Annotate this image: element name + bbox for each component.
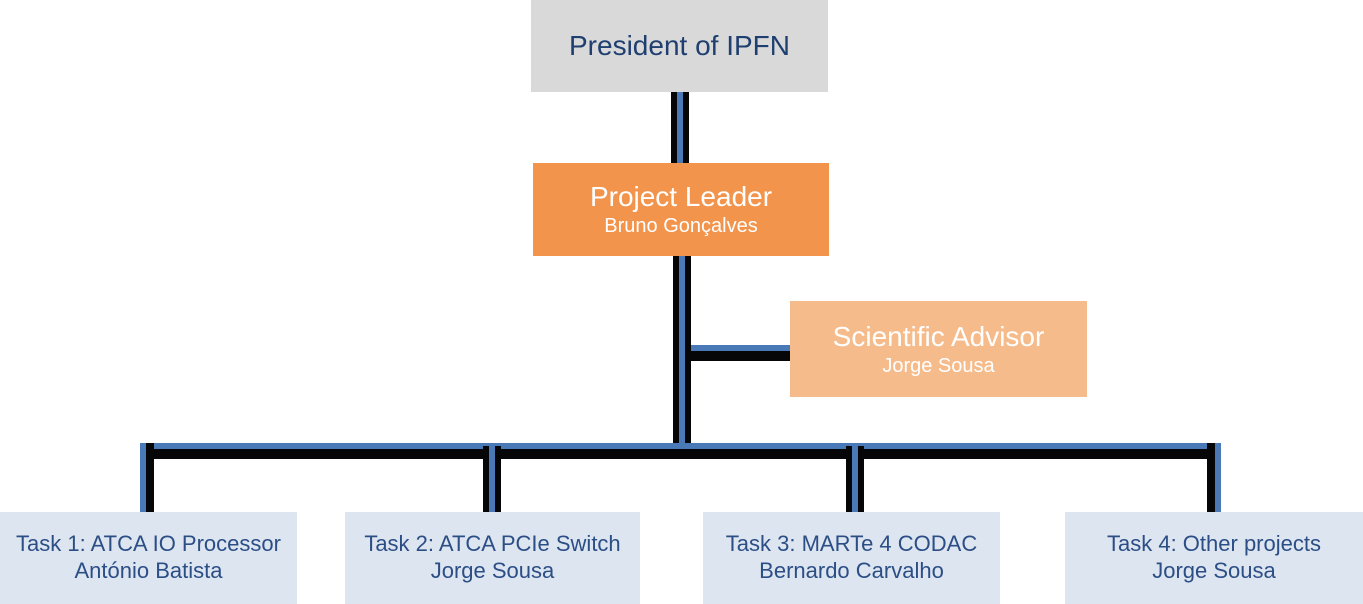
task3-title: Task 3: MARTe 4 CODAC (725, 531, 978, 557)
project-leader-person: Bruno Gonçalves (604, 215, 758, 238)
connector-task2-drop (483, 446, 501, 512)
connector-task3-drop (846, 446, 864, 512)
scientific-advisor-person: Jorge Sousa (882, 354, 995, 377)
president-title: President of IPFN (569, 29, 790, 61)
node-task3: Task 3: MARTe 4 CODAC Bernardo Carvalho (703, 512, 1000, 604)
task4-person: Jorge Sousa (1152, 558, 1276, 583)
connector-president-leader (671, 91, 689, 165)
task2-person: Jorge Sousa (430, 558, 555, 583)
connector-task4-drop (1207, 443, 1221, 513)
task3-person: Bernardo Carvalho (759, 558, 944, 583)
task2-title: Task 2: ATCA PCIe Switch (364, 531, 621, 557)
project-leader-title: Project Leader (589, 181, 773, 213)
connector-leader-advisor (684, 345, 790, 361)
connector-task-bar (140, 443, 1221, 459)
connector-task1-drop (140, 443, 154, 513)
node-president: President of IPFN (531, 0, 828, 92)
node-task2: Task 2: ATCA PCIe Switch Jorge Sousa (345, 512, 640, 604)
node-scientific-advisor: Scientific Advisor Jorge Sousa (790, 301, 1087, 397)
node-task1: Task 1: ATCA IO Processor António Batist… (0, 512, 297, 604)
task1-person: António Batista (74, 558, 223, 583)
task4-title: Task 4: Other projects (1107, 531, 1321, 557)
node-project-leader: Project Leader Bruno Gonçalves (533, 163, 829, 256)
node-task4: Task 4: Other projects Jorge Sousa (1065, 512, 1363, 604)
connector-leader-trunk (673, 254, 691, 449)
task1-title: Task 1: ATCA IO Processor (16, 531, 281, 557)
scientific-advisor-title: Scientific Advisor (832, 320, 1045, 352)
